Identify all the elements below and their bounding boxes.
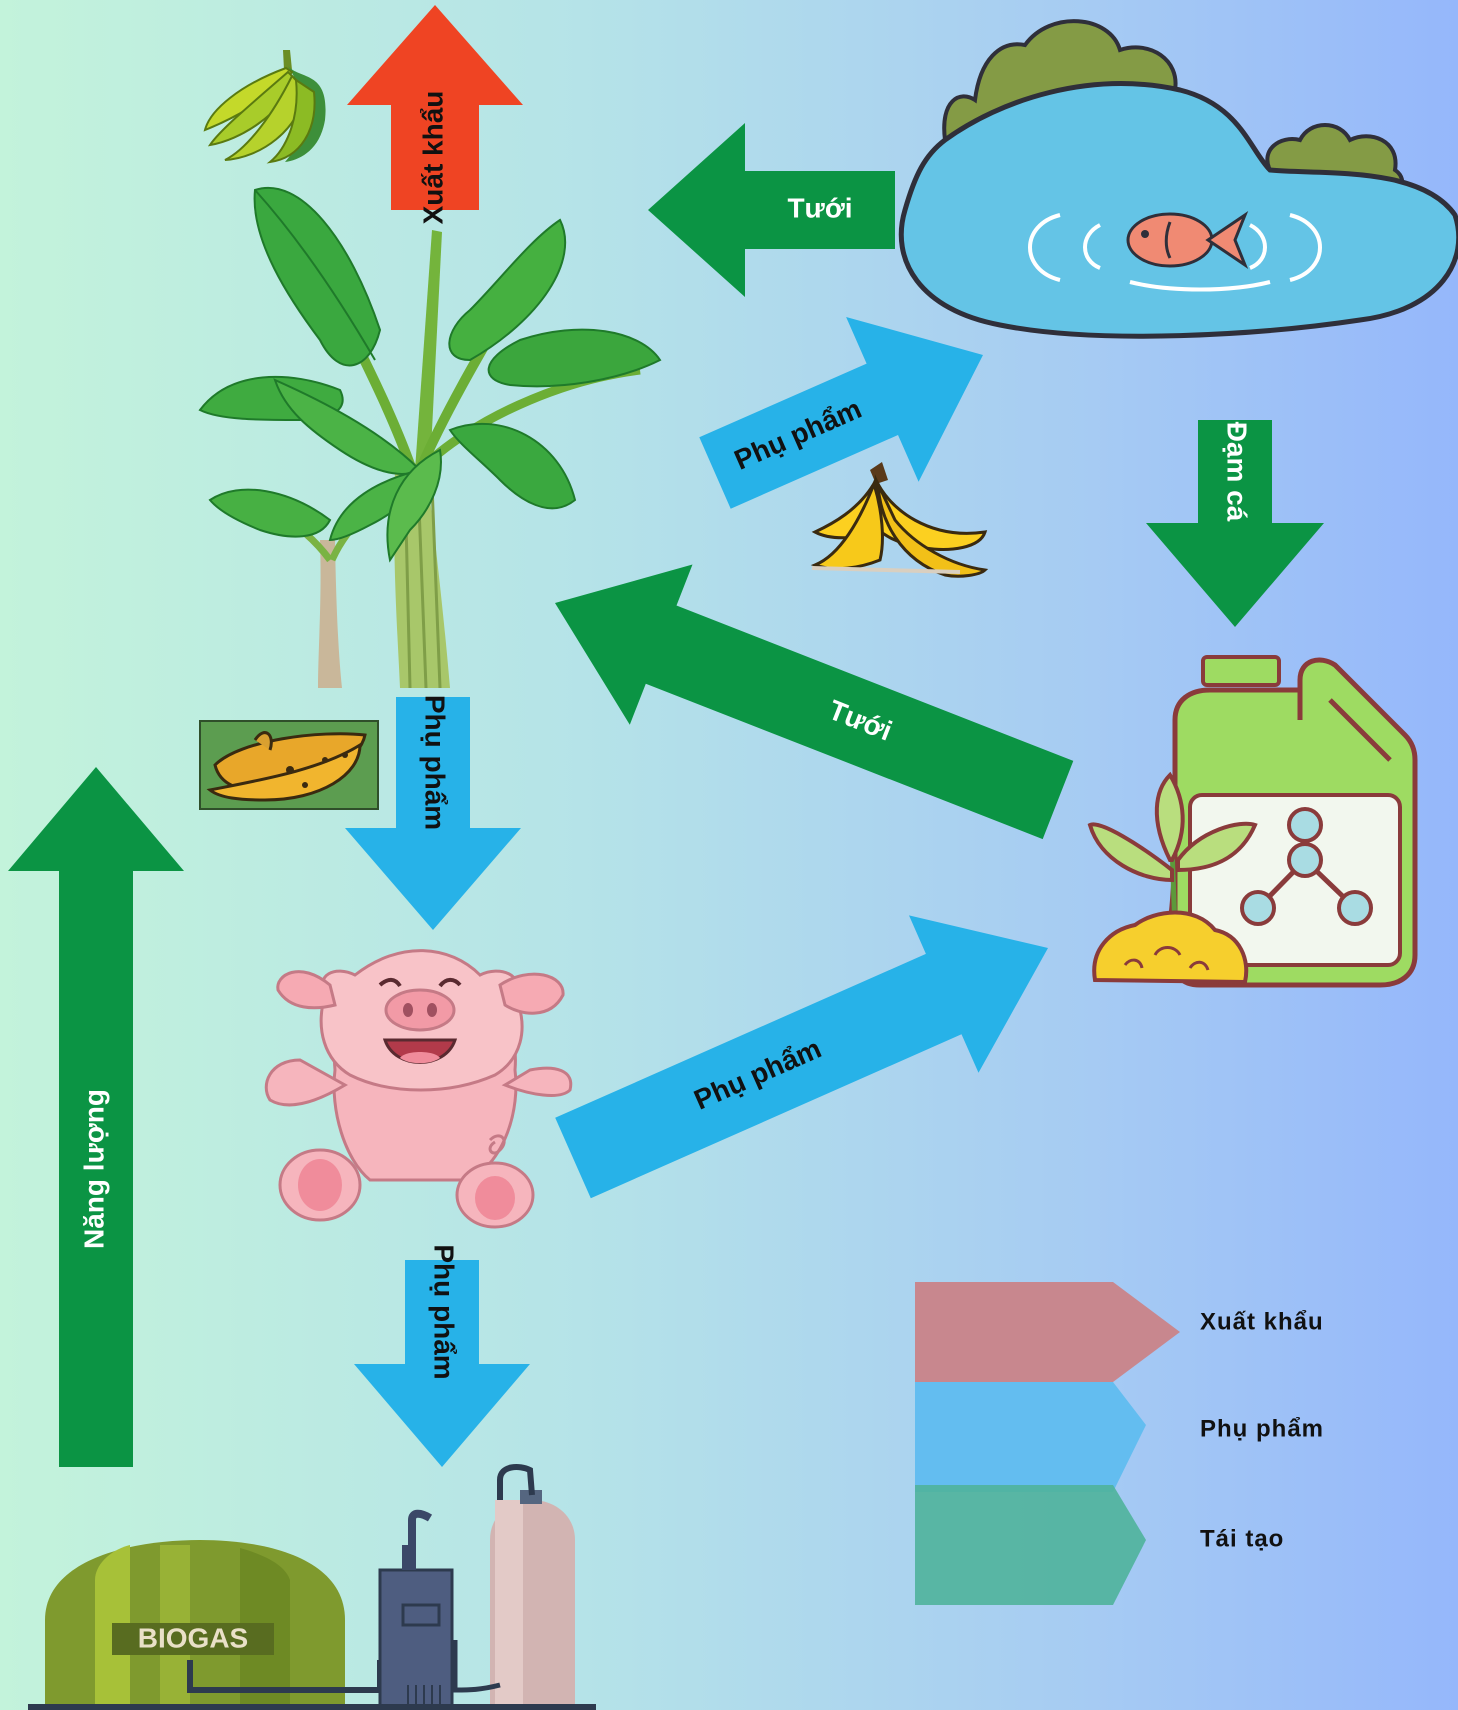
arrow-pond-to-fertilizer: Đạm cá <box>1146 420 1324 627</box>
banana-peel-icon <box>810 462 989 578</box>
legend-swatch-recycle <box>915 1485 1146 1605</box>
banana-bunch-icon <box>203 50 326 164</box>
arrow-shape <box>555 915 1048 1199</box>
arrow-shape <box>347 5 523 210</box>
rotten-banana-icon <box>199 720 379 810</box>
banana-tree-icon <box>198 187 662 689</box>
arrow-tree-to-pig: Phụ phẩm <box>345 695 521 930</box>
arrow-label-pond-to-tree: Tưới <box>787 192 852 223</box>
legend-label-export: Xuất khẩu <box>1200 1308 1324 1335</box>
legend-label-byproduct: Phụ phẩm <box>1200 1415 1324 1442</box>
arrow-tree-to-pond: Phụ phẩm <box>699 317 983 509</box>
legend: Xuất khẩu Phụ phẩm Tái tạo <box>915 1282 1324 1605</box>
arrow-label-pond-to-fertilizer: Đạm cá <box>1222 422 1253 522</box>
arrow-pig-to-biogas: Phụ phẩm <box>354 1244 530 1467</box>
arrow-energy-up: Năng lượng <box>8 767 184 1467</box>
arrow-pond-to-tree: Tưới <box>648 123 895 297</box>
arrow-shape <box>8 767 184 1467</box>
legend-swatch-export <box>915 1282 1180 1382</box>
arrow-shape <box>555 564 1074 840</box>
pig-icon <box>264 949 573 1229</box>
arrow-shape <box>354 1260 530 1467</box>
arrow-shape <box>699 317 983 509</box>
arrow-label-energy-up: Năng lượng <box>78 1089 109 1249</box>
biogas-plant-icon: BIOGAS <box>28 1464 596 1710</box>
legend-swatch-byproduct <box>915 1382 1146 1492</box>
biogas-sign-label: BIOGAS <box>138 1622 248 1653</box>
arrow-label-tree-to-pig: Phụ phẩm <box>420 695 451 830</box>
arrow-shape <box>648 123 895 297</box>
arrow-shape <box>1146 420 1324 627</box>
arrow-fertilizer-to-tree: Tưới <box>555 564 1074 840</box>
arrow-label-export-up: Xuất khẩu <box>417 91 448 225</box>
arrow-label-pig-to-biogas: Phụ phẩm <box>429 1244 460 1379</box>
legend-label-recycle: Tái tạo <box>1200 1525 1284 1552</box>
fertilizer-can-icon <box>1087 655 1418 988</box>
fish-pond-icon <box>898 19 1458 339</box>
arrow-shape <box>345 697 521 930</box>
arrow-pig-to-fertilizer: Phụ phẩm <box>555 915 1048 1199</box>
arrow-export-up: Xuất khẩu <box>347 5 523 224</box>
